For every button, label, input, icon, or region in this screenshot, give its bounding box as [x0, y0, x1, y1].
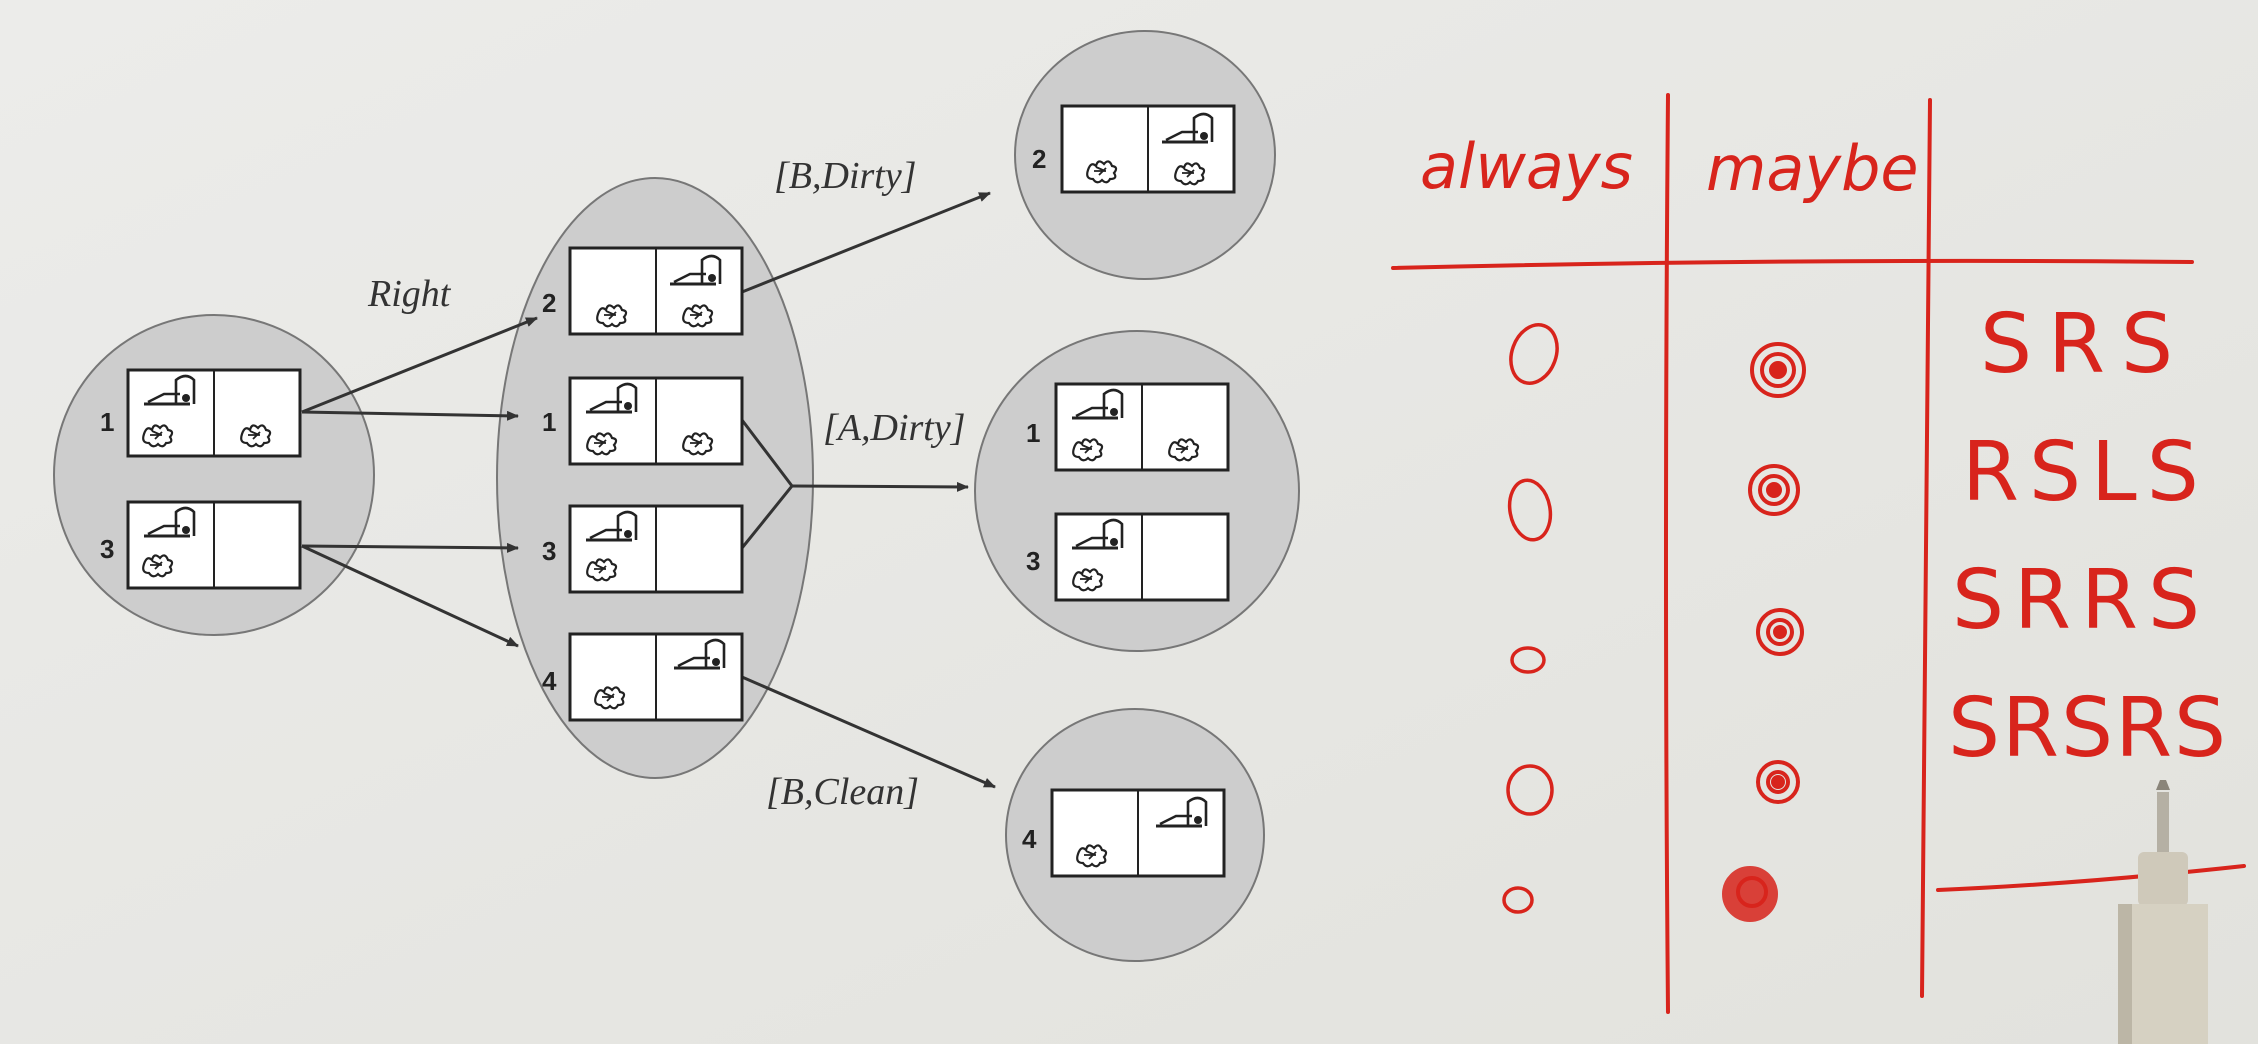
state-box-3-predicted: 3 — [542, 504, 744, 594]
svg-text:4: 4 — [542, 666, 557, 696]
state-box-1-initial: 1 — [100, 368, 302, 458]
state-box-2-predicted: 2 — [542, 246, 744, 336]
svg-text:3: 3 — [542, 536, 556, 566]
transition-arrows — [301, 191, 996, 789]
maybe-mark-5 — [1722, 866, 1778, 922]
state-box-1-predicted: 1 — [542, 376, 744, 466]
maybe-mark-3 — [1756, 608, 1804, 656]
sequence-1: SRS — [1980, 297, 2189, 392]
maybe-mark-4 — [1756, 760, 1800, 804]
whiteboard-table — [1391, 93, 2246, 1014]
percept-label-middle: [A,Dirty] — [823, 407, 966, 449]
svg-text:3: 3 — [1026, 546, 1040, 576]
always-mark-2 — [1507, 478, 1553, 542]
pen — [2118, 780, 2208, 1044]
sequence-2: RSLS — [1962, 425, 2209, 520]
outcome-state-middle — [974, 330, 1300, 652]
maybe-mark-2 — [1748, 464, 1800, 516]
always-mark-5 — [1502, 886, 1534, 914]
percept-label-top: [B,Dirty] — [774, 155, 917, 197]
svg-text:1: 1 — [542, 407, 556, 437]
always-mark-3 — [1510, 646, 1546, 674]
svg-text:2: 2 — [1032, 144, 1046, 174]
sequence-4: SRSRS — [1948, 681, 2228, 776]
header-always: always — [1420, 130, 1633, 203]
action-label-right: Right — [367, 273, 452, 315]
maybe-mark-1 — [1750, 342, 1806, 398]
sequence-3: SRRS — [1952, 553, 2210, 648]
maybe-marks — [1722, 342, 1806, 922]
state-box-3-initial: 3 — [100, 500, 302, 590]
state-box-3-outcome: 3 — [1026, 512, 1230, 602]
state-box-4-predicted: 4 — [542, 632, 744, 722]
svg-text:1: 1 — [1026, 418, 1040, 448]
svg-text:3: 3 — [100, 534, 114, 564]
state-box-2-outcome: 2 — [1032, 104, 1236, 194]
state-box-4-outcome: 4 — [1022, 788, 1226, 878]
svg-text:4: 4 — [1022, 824, 1037, 854]
svg-text:1: 1 — [100, 407, 114, 437]
svg-text:2: 2 — [542, 288, 556, 318]
header-maybe: maybe — [1706, 132, 1919, 205]
percept-label-bottom: [B,Clean] — [766, 771, 919, 813]
always-mark-1 — [1509, 323, 1559, 385]
always-marks — [1502, 323, 1559, 914]
state-box-1-outcome: 1 — [1026, 382, 1230, 472]
always-mark-4 — [1506, 764, 1554, 816]
